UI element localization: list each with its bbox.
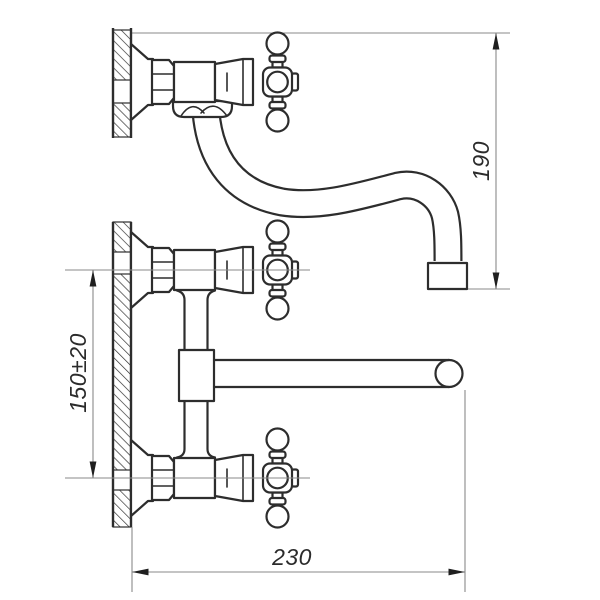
arrow-down-icon [492,272,500,289]
curved-spout [191,110,463,262]
tee-block [177,348,216,403]
side-view [111,28,510,291]
dim-label-spout-height: 190 [468,141,494,181]
arrow-up-icon [492,33,500,50]
dim-label-spout-reach: 230 [271,544,312,570]
aerator [426,261,469,291]
arrow-right-icon [448,568,465,576]
dimension-inlet-spacing: 150±20 [65,270,97,478]
wall-section-bottom [111,221,133,528]
arrow-left-icon [132,568,149,576]
wall-section-top [111,28,133,138]
arrow-down-icon [89,461,97,478]
dimension-spout-height: 190 [468,33,500,289]
front-view [65,219,464,529]
straight-spout [212,358,464,389]
spout-tip [434,358,464,389]
spout-nut [171,99,234,119]
dim-label-inlet-spacing: 150±20 [65,333,91,413]
arrow-up-icon [89,270,97,287]
dimension-spout-reach: 230 [131,390,466,592]
